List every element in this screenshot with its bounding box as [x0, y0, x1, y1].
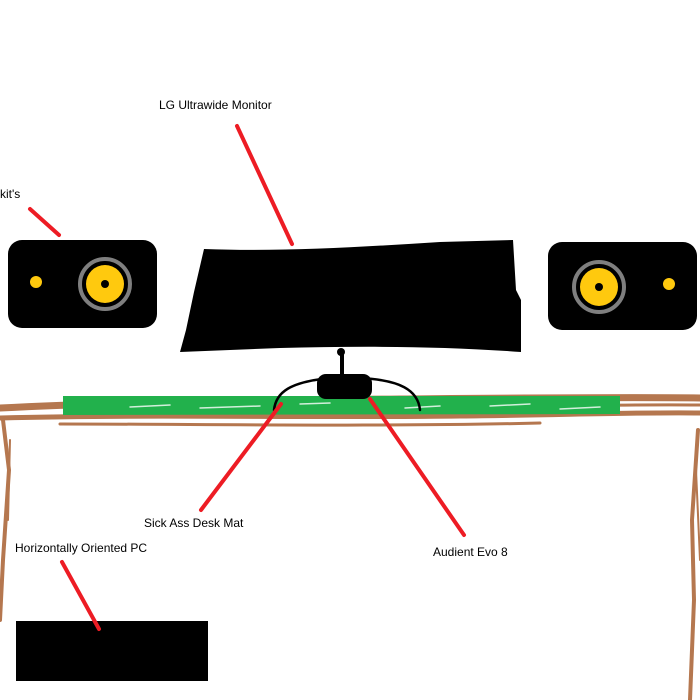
interface-label: Audient Evo 8 — [433, 545, 508, 559]
desk-mat-label: Sick Ass Desk Mat — [144, 516, 244, 530]
pointer-lines — [28, 124, 466, 631]
left-speaker-tweeter — [30, 276, 42, 288]
pc-label: Horizontally Oriented PC — [15, 541, 148, 555]
desk-mat — [63, 396, 620, 415]
pc-pointer — [60, 560, 101, 631]
desk-leg-left — [0, 418, 12, 622]
speakers-label: kit's — [0, 187, 21, 201]
right-speaker — [548, 242, 697, 330]
desk-leg-right — [688, 428, 700, 700]
horizontal-pc — [16, 621, 208, 681]
right-speaker-tweeter — [663, 278, 675, 290]
monitor-label: LG Ultrawide Monitor — [159, 98, 272, 112]
monitor-pointer — [235, 124, 294, 246]
monitor — [180, 240, 521, 378]
left-speaker — [8, 240, 157, 328]
audio-interface — [317, 374, 372, 399]
desk-mat-pointer — [199, 402, 283, 512]
speakers-pointer — [28, 207, 61, 237]
interface-pointer — [368, 397, 466, 537]
